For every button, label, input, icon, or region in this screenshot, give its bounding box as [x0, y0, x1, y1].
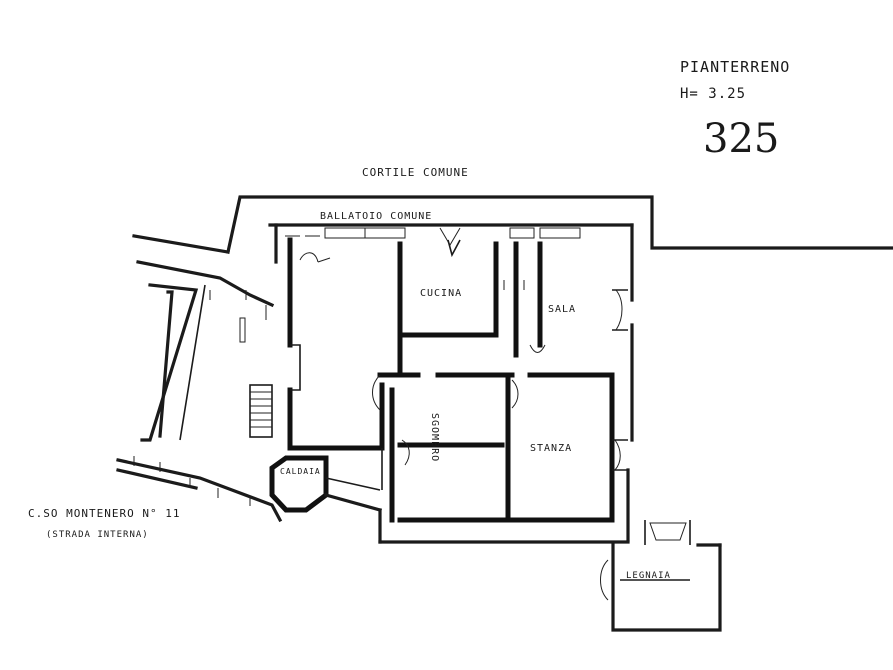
street-label-line1: C.SO MONTENERO N° 11	[28, 507, 180, 520]
storage-label: SGOMBRO	[429, 413, 440, 462]
ceiling-height: H= 3.25	[680, 86, 746, 102]
interior-walls	[287, 237, 628, 523]
sheet-number: 325	[703, 116, 779, 162]
door-symbols	[299, 252, 623, 601]
balcony-windows	[285, 227, 581, 258]
room-label: STANZA	[530, 443, 572, 454]
courtyard-label: CORTILE COMUNE	[362, 166, 469, 179]
living-label: SALA	[548, 304, 576, 315]
street-label-line2: (STRADA INTERNA)	[46, 530, 149, 540]
balcony-label: BALLATOIO COMUNE	[320, 211, 432, 222]
entry-walls	[324, 448, 383, 512]
street-outline	[116, 260, 283, 523]
outer-walls	[132, 195, 893, 632]
stairs	[249, 384, 273, 438]
woodshed-label: LEGNAIA	[626, 571, 671, 581]
boiler-label: CALDAIA	[280, 467, 321, 476]
boiler-room	[269, 455, 329, 513]
floor-title: PIANTERRENO	[680, 58, 790, 76]
kitchen-label: CUCINA	[420, 288, 462, 299]
